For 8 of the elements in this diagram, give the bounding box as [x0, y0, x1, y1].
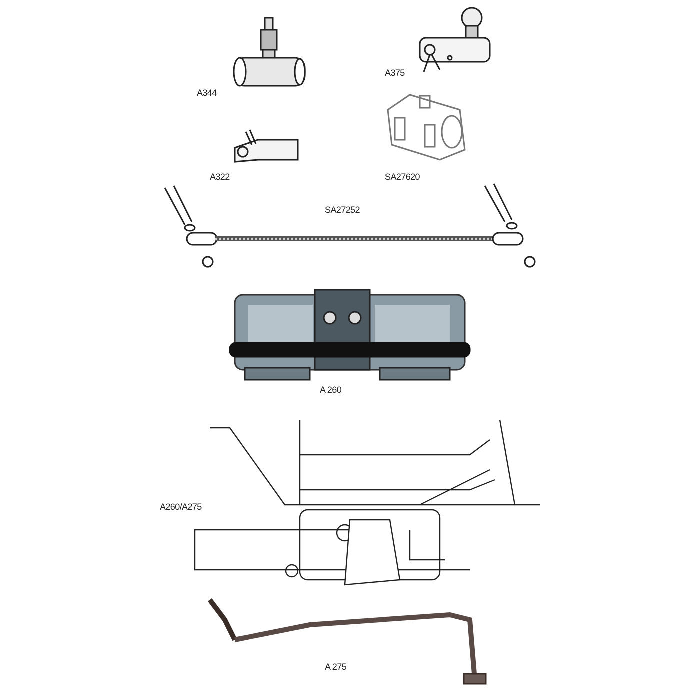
part-number: A322	[210, 172, 230, 183]
part-number: A260/A275	[160, 502, 202, 513]
part-number: A 275	[325, 662, 347, 673]
part-number: SA27252	[325, 205, 360, 216]
part-number: A344	[197, 88, 217, 99]
part-number: A 260	[320, 385, 342, 396]
part-number: SA27620	[385, 172, 420, 183]
part-number: A375	[385, 68, 405, 79]
